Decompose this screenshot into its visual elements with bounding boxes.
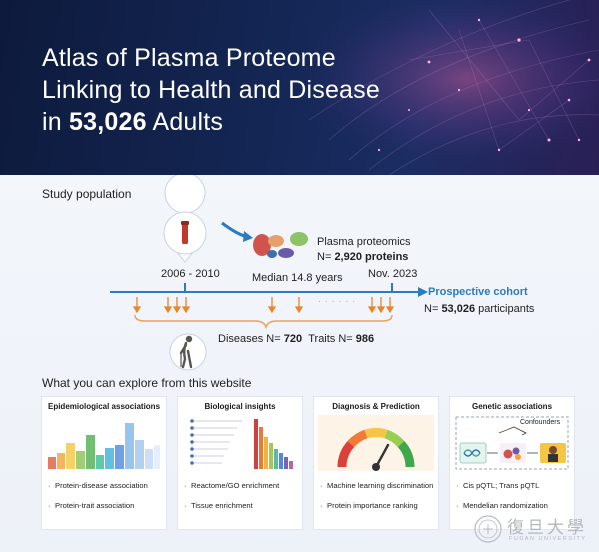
end-date: Nov. 2023	[368, 268, 418, 280]
list-item: ·Mendelian randomization	[456, 501, 548, 510]
timeline-graphic	[110, 175, 428, 371]
network-decoration	[269, 0, 599, 175]
list-item: ·Tissue enrichment	[184, 501, 253, 510]
proteins-count: N= 2,920 proteins	[317, 251, 409, 263]
adults-count: 53,026	[69, 108, 147, 136]
card-diagnosis[interactable]: Diagnosis & Prediction ·Machine learning…	[313, 396, 439, 530]
card-title: Diagnosis & Prediction	[332, 402, 420, 411]
title-line-2: Linking to Health and Disease	[42, 76, 380, 104]
enrichment-plot-thumbnail	[190, 419, 293, 469]
fudan-logo: 復旦大學 FUDAN UNIVERSITY	[473, 512, 593, 546]
content-area: Study population	[0, 175, 599, 552]
list-item: ·Protein-disease association	[48, 481, 148, 490]
participants-count: N= 53,026 participants	[424, 303, 535, 315]
card-epidemiological[interactable]: Epidemiological associations ·Protein-di…	[41, 396, 167, 530]
card-biological[interactable]: Biological insights ·Reactome/GO enrichm…	[177, 396, 303, 530]
ellipsis-dots: · · · · · ·	[318, 297, 357, 306]
explore-label: What you can explore from this website	[42, 376, 252, 390]
study-population-label: Study population	[42, 187, 132, 201]
proteins-icon	[253, 232, 308, 258]
card-title: Biological insights	[204, 402, 276, 411]
patient-icon	[169, 333, 207, 371]
baseline-date: 2006 - 2010	[161, 268, 220, 280]
list-item: ·Machine learning discrimination	[320, 481, 434, 490]
outcomes-count: Diseases N= 720 Traits N= 986	[218, 333, 375, 345]
manhattan-plot-thumbnail	[48, 423, 160, 469]
card-title: Genetic associations	[471, 402, 553, 411]
list-item: ·Reactome/GO enrichment	[184, 481, 280, 490]
median-followup: Median 14.8 years	[252, 272, 343, 284]
list-item: ·Protein-trait association	[48, 501, 135, 510]
plasma-proteomics-label: Plasma proteomics	[317, 236, 411, 248]
cohort-label: Prospective cohort	[428, 286, 528, 298]
logo-text: 復旦大學	[507, 518, 587, 538]
confounders-label: Confounders	[520, 419, 561, 426]
mendelian-randomization-thumbnail	[455, 416, 569, 470]
title-line-3: in 53,026 Adults	[42, 108, 224, 136]
list-item: ·Cis pQTL; Trans pQTL	[456, 481, 540, 490]
card-title: Epidemiological associations	[47, 402, 161, 411]
hero-banner: Atlas of Plasma Proteome Linking to Heal…	[0, 0, 599, 175]
card-genetic[interactable]: Genetic associations Confounders ·Cis pQ…	[449, 396, 575, 530]
university-seal-icon	[474, 515, 502, 543]
study-population-diagram: Plasma proteomics N= 2,920 proteins 2006…	[0, 175, 599, 375]
page-title: Atlas of Plasma Proteome Linking to Heal…	[42, 42, 380, 138]
title-line-1: Atlas of Plasma Proteome	[42, 44, 336, 72]
follow-up-brace	[134, 314, 393, 330]
location-pin-icon	[163, 175, 207, 263]
gauge-icon	[318, 415, 434, 471]
logo-subtext: FUDAN UNIVERSITY	[509, 536, 587, 542]
list-item: ·Protein importance ranking	[320, 501, 418, 510]
event-arrows	[132, 297, 395, 314]
